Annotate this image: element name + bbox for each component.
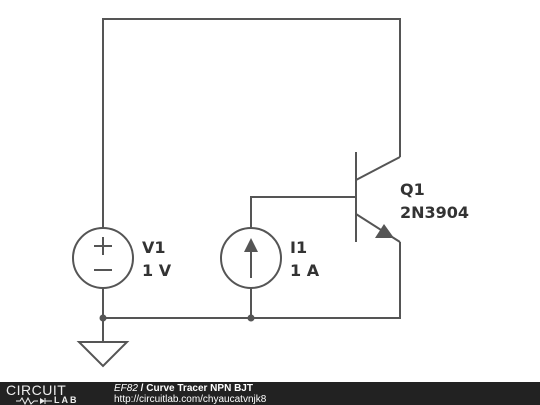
circuit-code: EF82 (114, 383, 138, 394)
i1-name-label: I1 (290, 238, 307, 257)
q1-part-label: 2N3904 (400, 203, 469, 222)
circuit-title: Curve Tracer NPN BJT (146, 383, 253, 394)
logo-text-top: CIRCUIT (6, 382, 67, 398)
current-source-i1 (220, 227, 282, 289)
v1-value-label: 1 V (142, 261, 172, 280)
wire-emitter-ground (103, 242, 401, 319)
circuit-schematic: V1 1 V I1 1 A Q1 2N3904 (72, 18, 469, 368)
npn-transistor-q1 (355, 152, 401, 243)
ground-icon (76, 341, 130, 368)
wire-i1-base (250, 196, 356, 228)
q1-name-label: Q1 (400, 180, 425, 199)
i1-value-label: 1 A (290, 261, 320, 280)
circuitlab-logo[interactable]: CIRCUIT LAB (6, 383, 98, 405)
v1-name-label: V1 (142, 238, 166, 257)
voltage-source-v1 (72, 227, 134, 289)
transistor-collector (355, 156, 401, 181)
footer-bar: CIRCUIT LAB EF82 / Curve Tracer NPN BJT … (0, 382, 540, 405)
title-separator: / (137, 383, 147, 394)
junction-dot-left (99, 314, 107, 322)
logo-text-bottom: LAB (54, 395, 79, 405)
circuit-url-link[interactable]: http://circuitlab.com/chyaucatvnjk8 (114, 394, 267, 405)
circuit-title-line: EF82 / Curve Tracer NPN BJT (114, 383, 253, 394)
wire-top-loop (102, 18, 401, 228)
arrow-up-icon (244, 238, 258, 252)
resistor-diode-icon (16, 397, 52, 405)
emitter-arrow-icon (375, 224, 394, 238)
junction-dot-mid (247, 314, 255, 322)
